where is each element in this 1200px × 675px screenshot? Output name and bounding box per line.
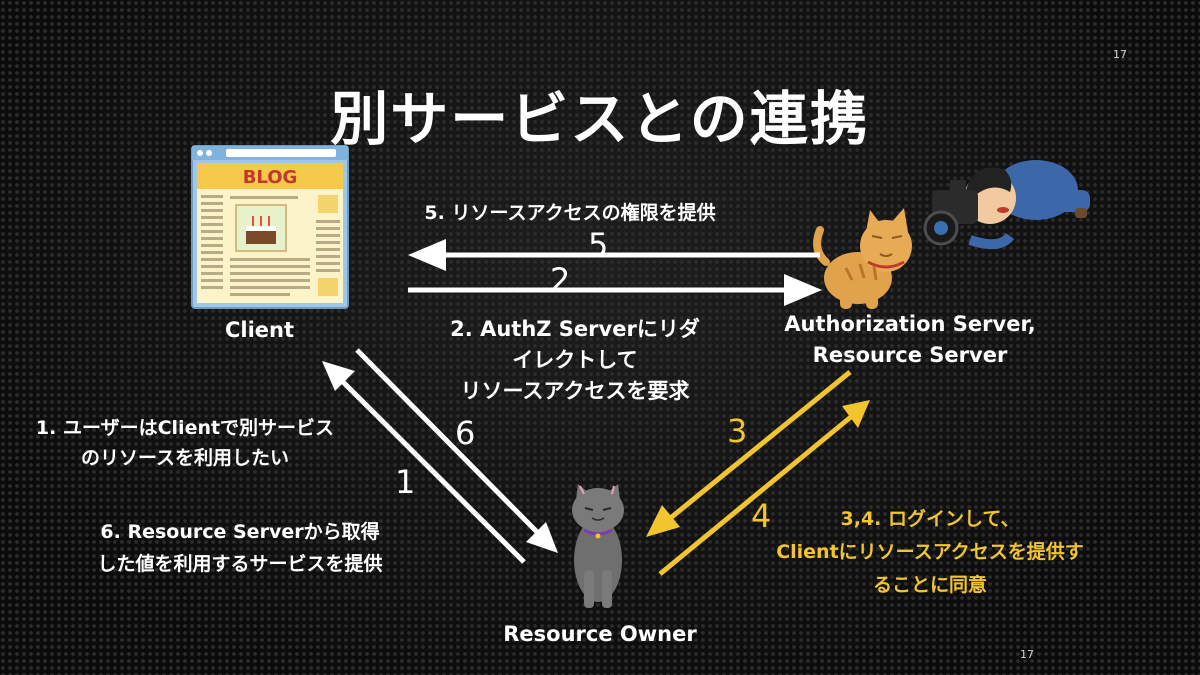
arrow-step4 [658, 400, 870, 576]
page-number-bottom: 17 [1020, 648, 1034, 661]
step6-label-line2: した値を利用するサービスを提供 [97, 553, 383, 575]
step2-label-line3: リソースアクセスを要求 [460, 379, 690, 403]
step2-label-line1: 2. AuthZ Serverにリダ [450, 317, 700, 341]
step5-label: 5. リソースアクセスの権限を提供 [424, 202, 716, 224]
step34-label-line1: 3,4. ログインして、 [840, 508, 1020, 530]
resource-owner-label: Resource Owner [503, 622, 697, 646]
page-title: 別サービスとの連携 [330, 85, 870, 153]
arrow-number-1: 1 [395, 463, 416, 501]
arrow-number-6: 6 [455, 414, 476, 452]
arrow-number-2: 2 [550, 261, 571, 299]
arrow-number-5: 5 [588, 226, 609, 264]
arrow-number-4: 4 [751, 497, 772, 535]
step2-label-line2: イレクトして [512, 348, 638, 372]
step1-label-line1: 1. ユーザーはClientで別サービス [35, 417, 335, 439]
step6-label-line1: 6. Resource Serverから取得 [100, 521, 380, 543]
orange-cat-icon [813, 208, 912, 309]
client-label: Client [225, 318, 295, 342]
arrow-step1 [322, 361, 526, 564]
arrow-step3 [646, 370, 852, 537]
grey-cat-icon [572, 484, 624, 608]
auth-server-label-line2: Resource Server [812, 343, 1008, 367]
step1-label-line2: のリソースを利用したい [80, 447, 290, 469]
arrow-step6 [355, 348, 558, 553]
arrow-step2 [408, 274, 822, 306]
arrow-step5 [408, 239, 820, 271]
arrow-number-3: 3 [727, 412, 748, 450]
step34-label-line3: ることに同意 [872, 574, 987, 596]
auth-server-label-line1: Authorization Server, [784, 312, 1036, 336]
page-number-top: 17 [1113, 48, 1127, 61]
step34-label-line2: Clientにリソースアクセスを提供す [776, 541, 1084, 563]
photographer-icon [923, 160, 1090, 250]
blog-header-text: BLOG [243, 167, 298, 188]
